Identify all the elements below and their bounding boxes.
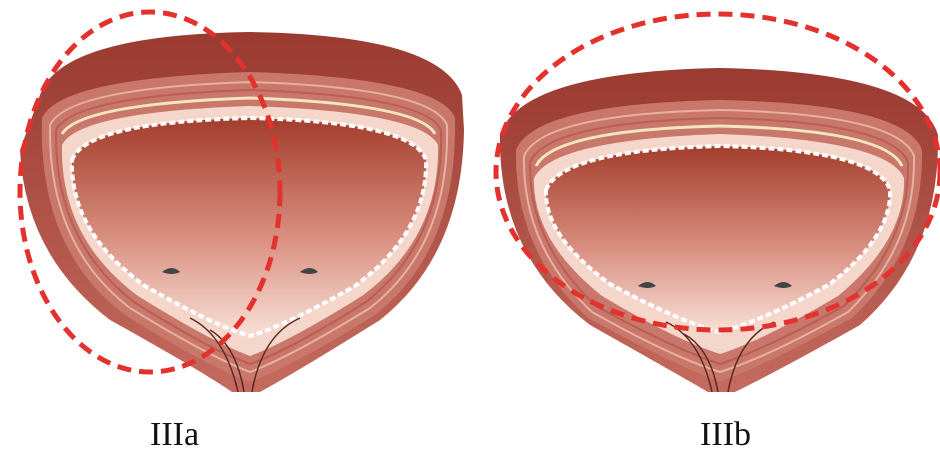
bladder-diagram-left: [0, 0, 470, 400]
label-iiia: IIIa: [150, 418, 199, 452]
bladder-illustration-iiia: [0, 0, 470, 400]
bladder-diagram-right: [470, 0, 940, 400]
label-iiib: IIIb: [700, 418, 751, 452]
bladder-illustration-iiib: [470, 0, 940, 400]
